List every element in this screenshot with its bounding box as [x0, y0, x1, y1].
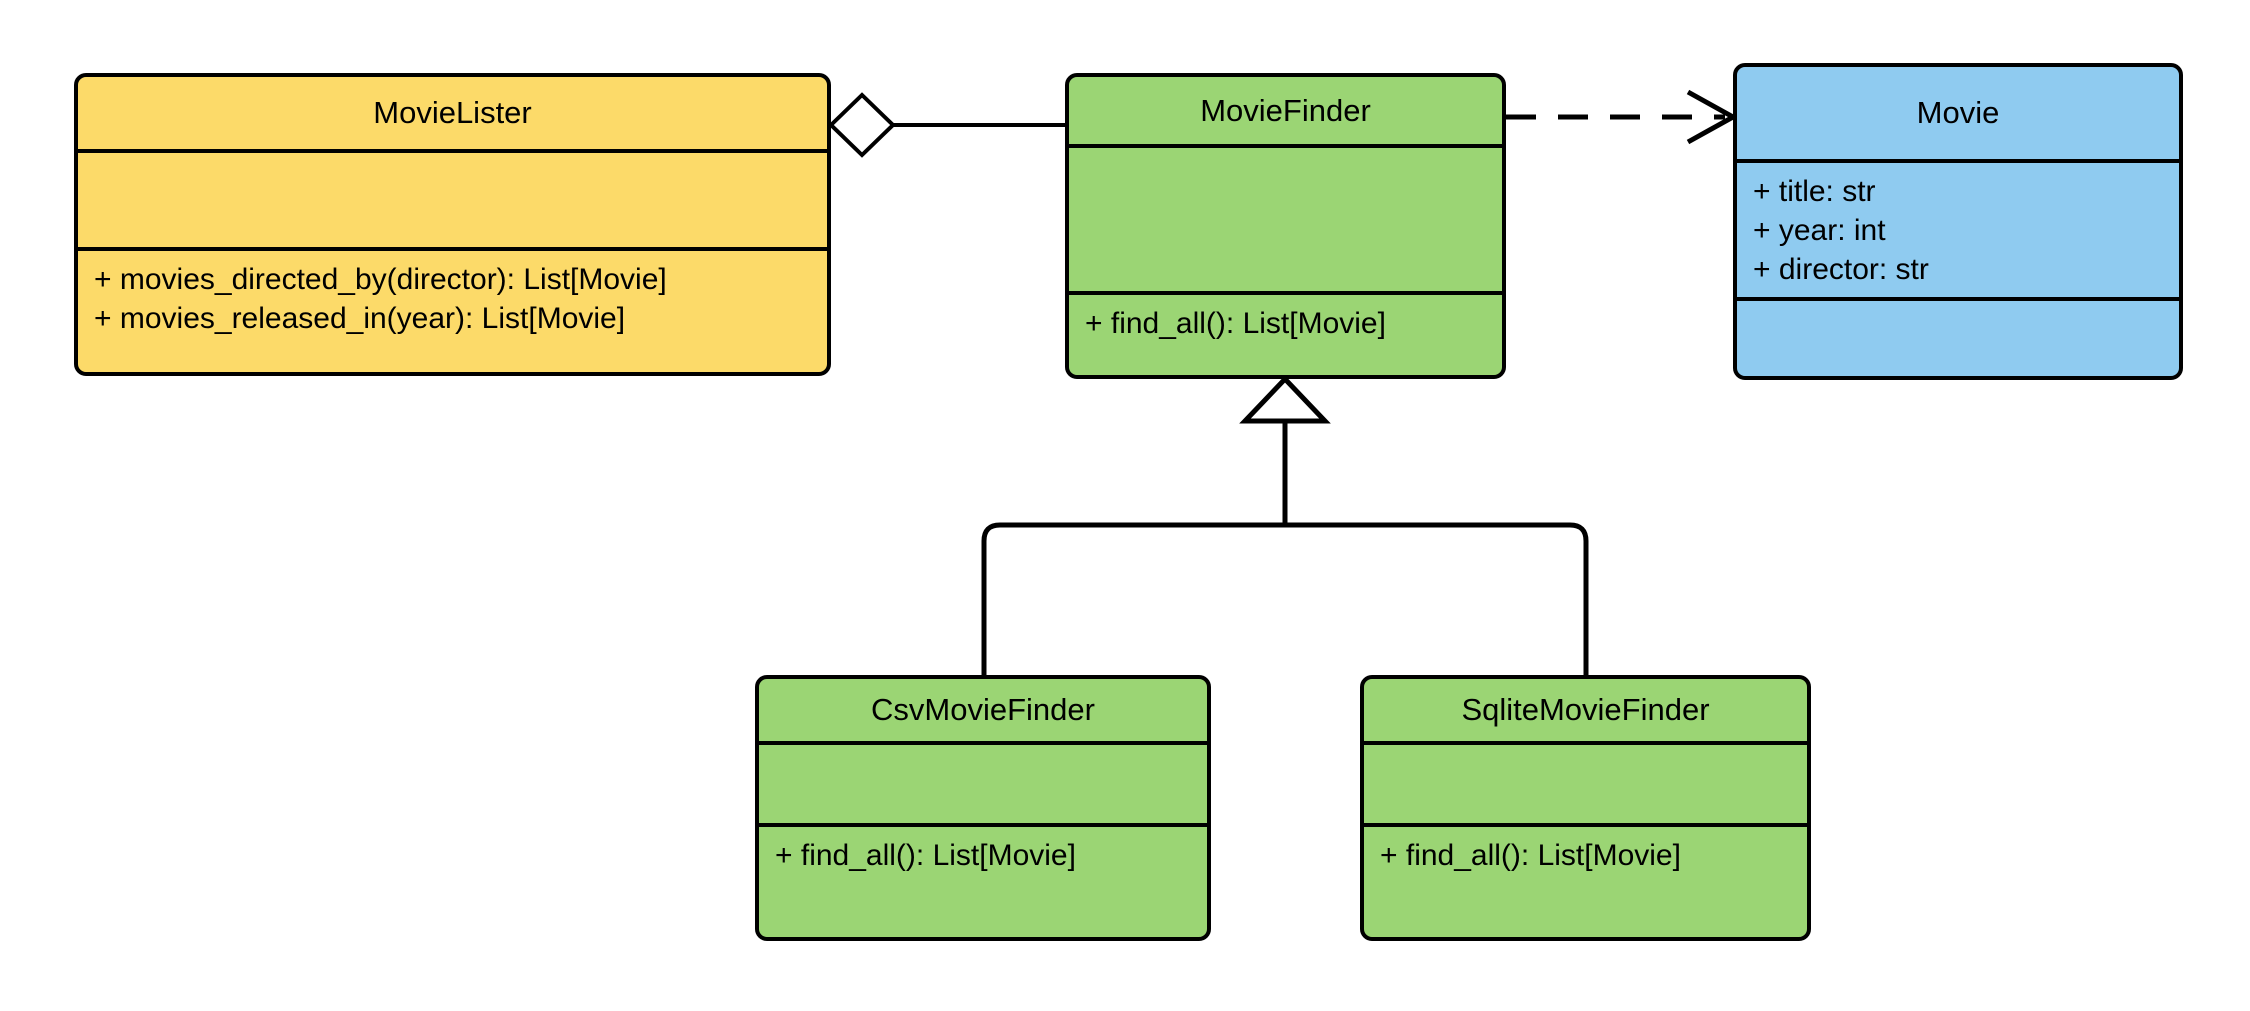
operation-item: + find_all(): List[Movie] [1085, 307, 1386, 340]
class-box-movielister[interactable]: MovieLister + movies_directed_by(directo… [74, 73, 831, 376]
class-box-moviefinder[interactable]: MovieFinder + find_all(): List[Movie] [1065, 73, 1506, 379]
aggregation-edge-movielister-moviefinder[interactable] [828, 92, 1065, 158]
hollow-triangle-icon [1239, 375, 1331, 424]
class-box-movie[interactable]: Movie + title: str + year: int + directo… [1733, 63, 2183, 380]
operation-item: + movies_released_in(year): List[Movie] [94, 302, 626, 335]
attributes-compartment-movielister [78, 149, 827, 247]
class-box-csvmoviefinder[interactable]: CsvMovieFinder + find_all(): List[Movie] [755, 675, 1211, 941]
operations-compartment-sqlitemoviefinder: + find_all(): List[Movie] [1364, 823, 1807, 937]
class-name-moviefinder: MovieFinder [1200, 92, 1371, 128]
operations-compartment-csvmoviefinder: + find_all(): List[Movie] [759, 823, 1207, 937]
attributes-compartment-sqlitemoviefinder [1364, 741, 1807, 823]
generalization-branch-sqlite [1285, 522, 1589, 675]
operations-compartment-movie [1737, 297, 2179, 376]
operations-compartment-moviefinder: + find_all(): List[Movie] [1069, 291, 1502, 375]
generalization-edge-group[interactable] [981, 375, 1589, 675]
attributes-compartment-movie: + title: str + year: int + director: str [1737, 159, 2179, 297]
dependency-edge-moviefinder-movie[interactable] [1506, 89, 1739, 145]
attributes-compartment-moviefinder [1069, 144, 1502, 291]
operations-compartment-movielister: + movies_directed_by(director): List[Mov… [78, 247, 827, 372]
attributes-compartment-csvmoviefinder [759, 741, 1207, 823]
class-name-movie: Movie [1916, 95, 2000, 131]
class-name-movielister: MovieLister [373, 95, 532, 131]
attribute-item: + year: int [1753, 214, 1886, 247]
class-name-sqlitemoviefinder: SqliteMovieFinder [1461, 692, 1710, 728]
class-name-csvmoviefinder: CsvMovieFinder [871, 692, 1095, 728]
class-box-sqlitemoviefinder[interactable]: SqliteMovieFinder + find_all(): List[Mov… [1360, 675, 1811, 941]
attribute-item: + director: str [1753, 253, 1929, 286]
operation-item: + find_all(): List[Movie] [1380, 839, 1681, 872]
hollow-diamond-icon [828, 92, 896, 158]
operation-item: + movies_directed_by(director): List[Mov… [94, 263, 667, 296]
open-arrow-icon [1686, 89, 1739, 145]
attribute-item: + title: str [1753, 175, 1876, 208]
generalization-branch-csv [981, 522, 1285, 675]
operation-item: + find_all(): List[Movie] [775, 839, 1076, 872]
